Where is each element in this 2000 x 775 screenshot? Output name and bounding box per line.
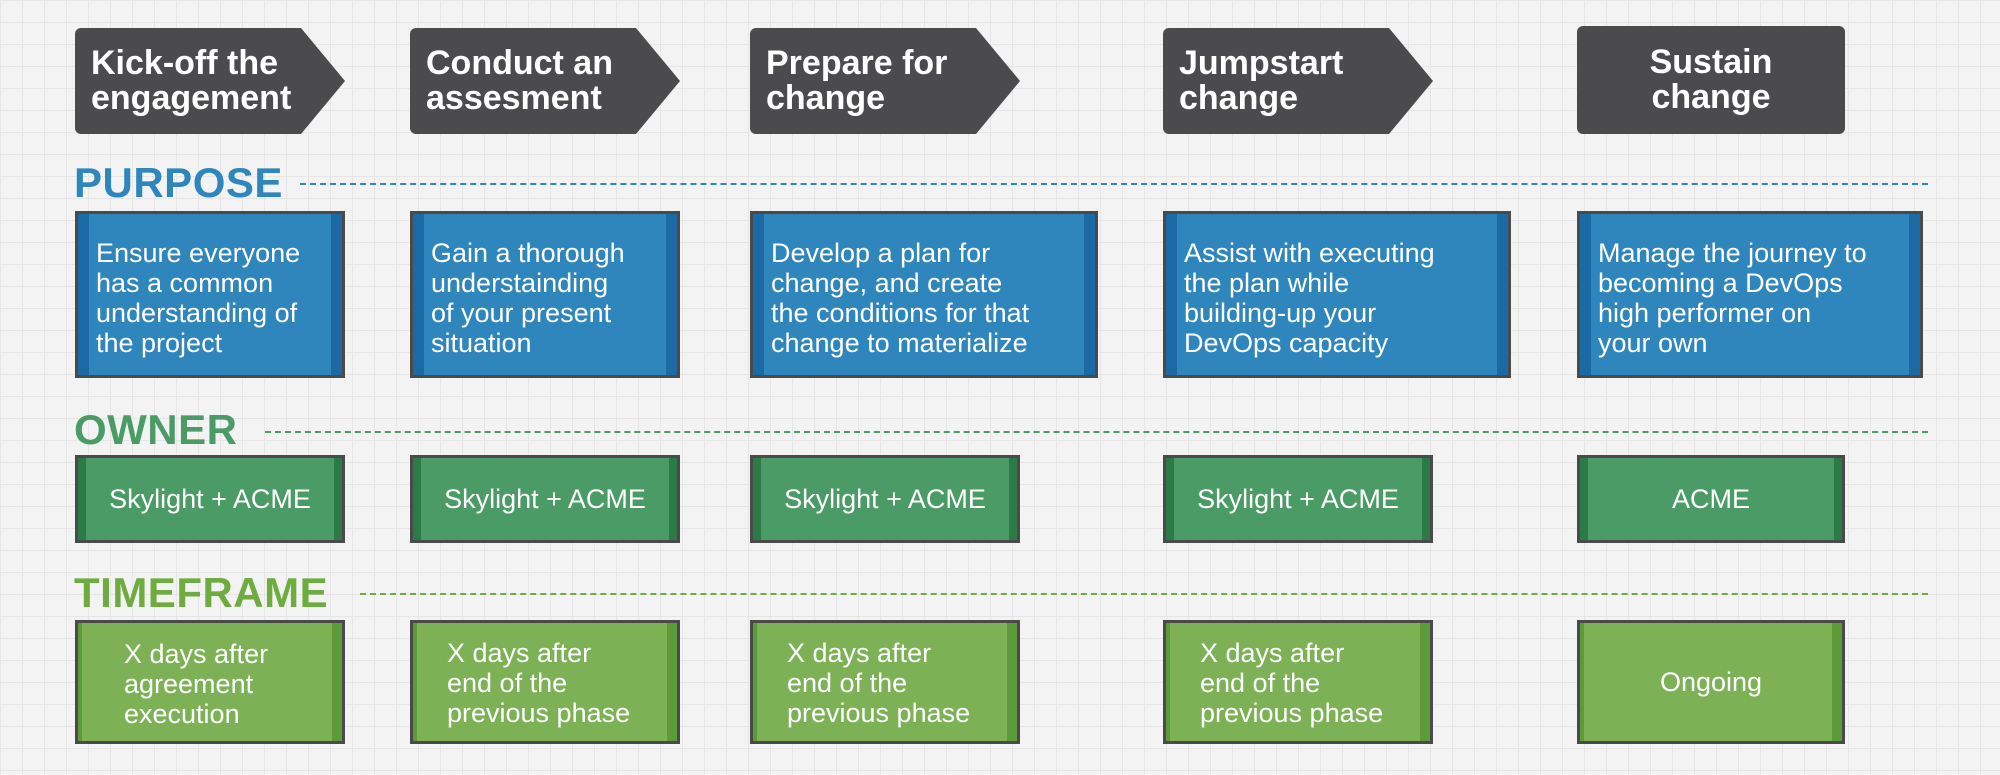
- purpose-card-prepare: Develop a plan for change, and create th…: [750, 211, 1098, 378]
- phase-title-line: change: [1179, 79, 1299, 117]
- owner-text: Skylight + ACME: [109, 484, 311, 514]
- phase-title-line: change: [1651, 78, 1771, 116]
- timeframe-card-sustain: Ongoing: [1577, 620, 1845, 744]
- card-text-line: has a common: [96, 268, 274, 298]
- card-text-line: Assist with executing: [1184, 238, 1435, 268]
- card-text-line: X days after: [447, 638, 592, 668]
- card-text-line: end of the: [447, 668, 568, 698]
- phase-title-line: Jumpstart: [1179, 44, 1344, 82]
- card-text-line: previous phase: [1200, 698, 1384, 728]
- row-divider-owner: [265, 431, 1928, 433]
- card-text-line: end of the: [787, 668, 908, 698]
- card-text-line: situation: [431, 328, 532, 358]
- card-text-line: of your present: [431, 298, 612, 328]
- phase-title-line: Kick-off the: [91, 44, 278, 82]
- owner-card-sustain: ACME: [1577, 455, 1845, 543]
- owner-card-prepare: Skylight + ACME: [750, 455, 1020, 543]
- card-text-line: the plan while: [1184, 268, 1350, 298]
- owner-card-assessment: Skylight + ACME: [410, 455, 680, 543]
- purpose-card-sustain: Manage the journey to becoming a DevOps …: [1577, 211, 1923, 378]
- card-text-line: execution: [124, 699, 240, 729]
- card-text-line: change, and create: [771, 268, 1003, 298]
- phase-title-line: Sustain: [1649, 43, 1773, 81]
- card-text-line: Develop a plan for: [771, 238, 991, 268]
- card-text-line: agreement: [124, 669, 254, 699]
- owner-card-jumpstart: Skylight + ACME: [1163, 455, 1433, 543]
- row-label-owner: OWNER: [74, 406, 238, 453]
- owner-text: ACME: [1671, 484, 1750, 514]
- card-text-line: previous phase: [787, 698, 971, 728]
- card-text-line: Manage the journey to: [1598, 238, 1867, 268]
- card-text-line: change to materialize: [771, 328, 1028, 358]
- card-text-line: X days after: [124, 639, 269, 669]
- phase-title-line: assesment: [426, 79, 602, 117]
- card-text-line: building-up your: [1184, 298, 1377, 328]
- card-text-line: X days after: [1200, 638, 1345, 668]
- purpose-card-kickoff: Ensure everyone has a common understandi…: [75, 211, 345, 378]
- card-text-line: understanding of: [96, 298, 298, 328]
- phase-title-line: Conduct an: [426, 44, 613, 82]
- row-divider-timeframe: [360, 593, 1928, 595]
- card-text-line: Ongoing: [1659, 667, 1763, 697]
- owner-text: Skylight + ACME: [1197, 484, 1399, 514]
- card-text-line: the conditions for that: [771, 298, 1030, 328]
- card-text-line: becoming a DevOps: [1598, 268, 1843, 298]
- row-divider-purpose: [300, 183, 1928, 185]
- card-text-line: Gain a thorough: [431, 238, 625, 268]
- owner-text: Skylight + ACME: [784, 484, 986, 514]
- phase-title-line: Prepare for: [766, 44, 948, 82]
- row-label-timeframe: TIMEFRAME: [74, 569, 329, 616]
- purpose-card-assessment: Gain a thorough understainding of your p…: [410, 211, 680, 378]
- card-text-line: DevOps capacity: [1184, 328, 1389, 358]
- timeframe-card-jumpstart: X days after end of the previous phase: [1163, 620, 1433, 744]
- phase-title-line: engagement: [91, 79, 292, 117]
- timeframe-card-assessment: X days after end of the previous phase: [410, 620, 680, 744]
- timeframe-card-kickoff: X days after agreement execution: [75, 620, 345, 744]
- card-text-line: end of the: [1200, 668, 1321, 698]
- owner-text: Skylight + ACME: [444, 484, 646, 514]
- card-text-line: understainding: [431, 268, 609, 298]
- card-text-line: your own: [1598, 328, 1708, 358]
- purpose-card-jumpstart: Assist with executing the plan while bui…: [1163, 211, 1511, 378]
- owner-card-kickoff: Skylight + ACME: [75, 455, 345, 543]
- timeframe-card-prepare: X days after end of the previous phase: [750, 620, 1020, 744]
- card-text-line: previous phase: [447, 698, 631, 728]
- phase-title-line: change: [766, 79, 886, 117]
- card-text-line: the project: [96, 328, 223, 358]
- card-text-line: Ensure everyone: [96, 238, 301, 268]
- row-label-purpose: PURPOSE: [74, 159, 283, 206]
- card-text-line: high performer on: [1598, 298, 1812, 328]
- card-text-line: X days after: [787, 638, 932, 668]
